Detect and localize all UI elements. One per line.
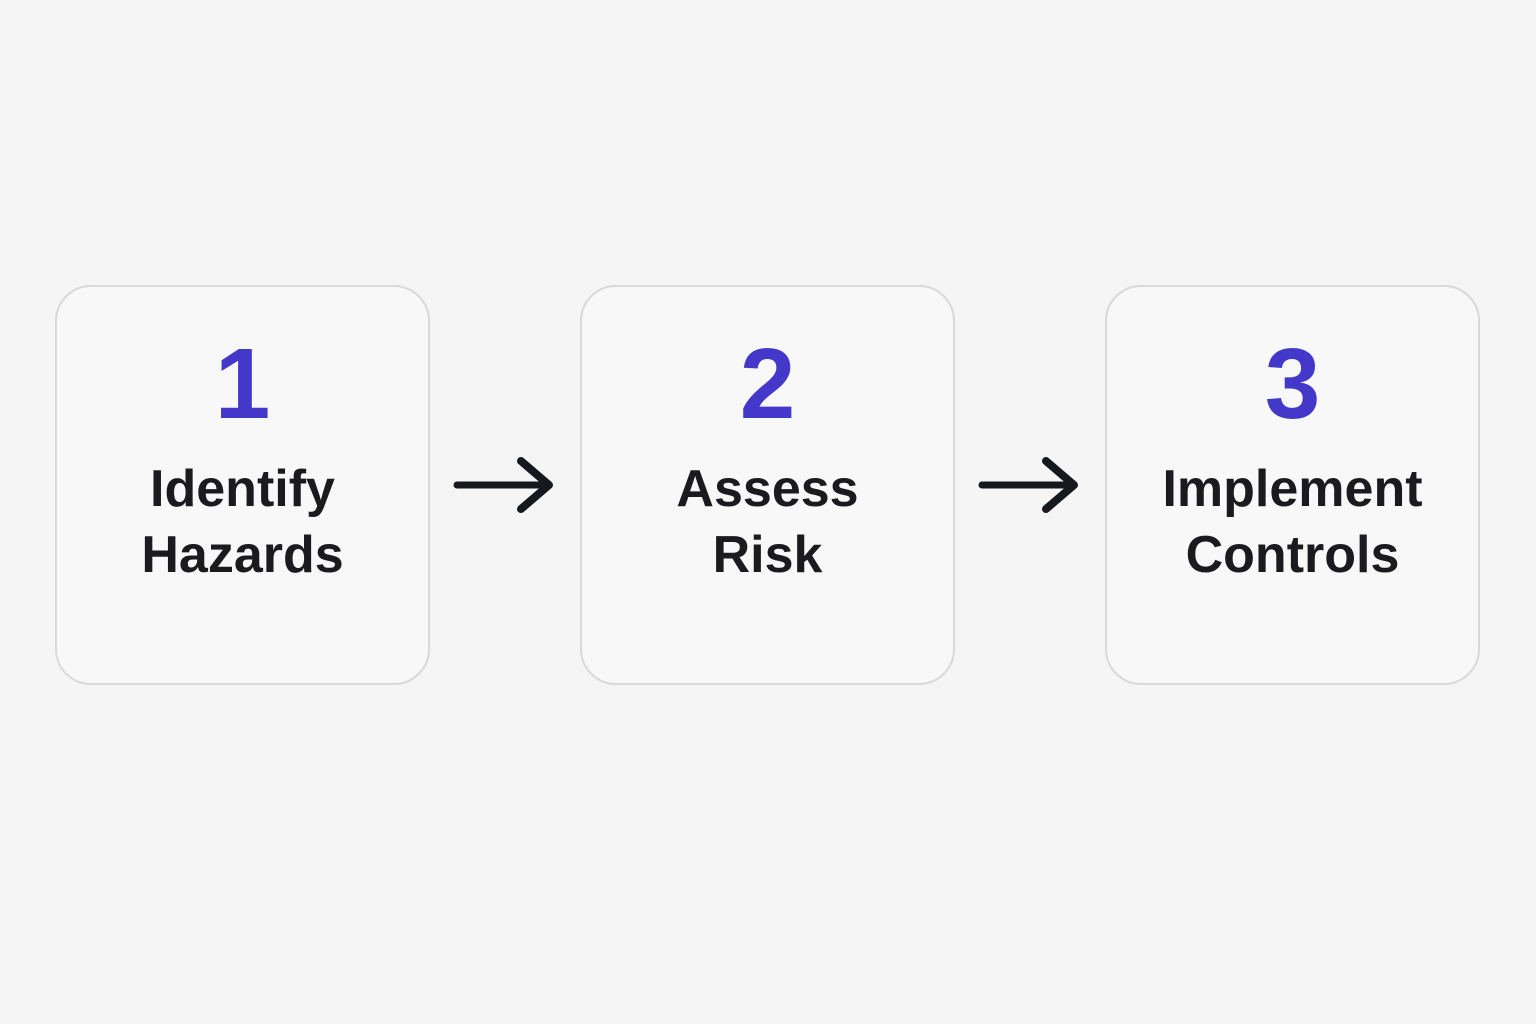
step-card-assess-risk: 2 Assess Risk bbox=[580, 285, 955, 685]
arrow-right-icon bbox=[978, 457, 1078, 513]
step-number: 1 bbox=[214, 327, 271, 440]
step-label: Identify Hazards bbox=[141, 459, 344, 584]
step-label: Implement Controls bbox=[1162, 459, 1423, 584]
step-number: 3 bbox=[1264, 327, 1321, 440]
step-card-implement-controls: 3 Implement Controls bbox=[1105, 285, 1480, 685]
step-card-identify-hazards: 1 Identify Hazards bbox=[55, 285, 430, 685]
step-label: Assess Risk bbox=[676, 459, 859, 584]
steps-row: 1 Identify Hazards 2 Assess Risk 3 Imple… bbox=[55, 285, 1480, 685]
step-number: 2 bbox=[739, 327, 796, 440]
connector-1 bbox=[430, 453, 580, 517]
connector-2 bbox=[955, 453, 1105, 517]
arrow-right-icon bbox=[453, 457, 553, 513]
